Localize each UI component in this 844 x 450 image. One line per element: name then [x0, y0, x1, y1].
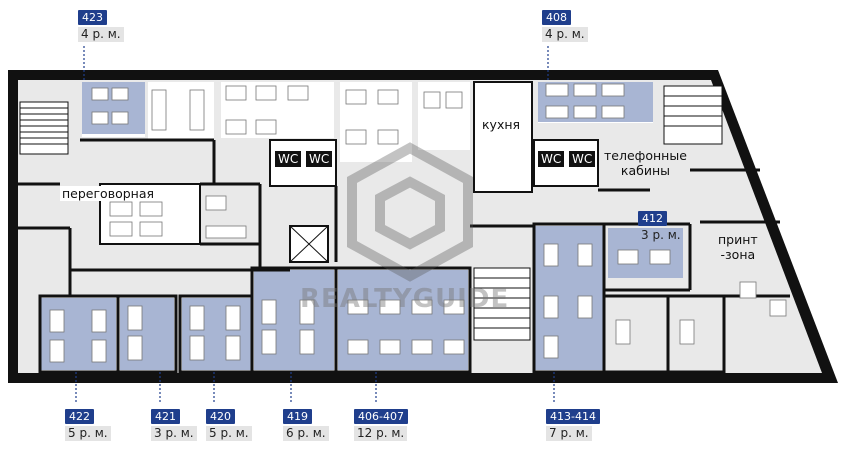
- office-number: 412: [638, 211, 667, 226]
- print-zone-line2: -зона: [720, 247, 756, 262]
- print-zone-line1: принт: [718, 232, 758, 247]
- wc-label-1: WC: [275, 151, 302, 167]
- phone-booths-line2: кабины: [620, 163, 670, 178]
- office-tag-420[interactable]: 420 5 р. м.: [206, 409, 252, 441]
- office-workspaces: 7 р. м.: [546, 426, 592, 441]
- wc-label-3: WC: [538, 151, 565, 167]
- office-number: 423: [78, 10, 107, 25]
- office-number: 406-407: [354, 409, 408, 424]
- kitchen-room: [473, 81, 533, 193]
- office-workspaces: 5 р. м.: [206, 426, 252, 441]
- office-workspaces: 3 р. м.: [151, 426, 197, 441]
- office-workspaces: 3 р. м.: [641, 228, 681, 242]
- office-workspaces: 6 р. м.: [283, 426, 329, 441]
- office-tag-408[interactable]: 408 4 р. м.: [542, 10, 588, 42]
- meeting-room-label: переговорная: [60, 186, 157, 201]
- office-number: 421: [151, 409, 180, 424]
- office-workspaces: 5 р. м.: [65, 426, 111, 441]
- wc-label-2: WC: [306, 151, 333, 167]
- print-zone-label: принт -зона: [718, 232, 758, 262]
- office-number: 419: [283, 409, 312, 424]
- watermark-text: REALTYGUIDE: [300, 284, 510, 314]
- phone-booths-label: телефонные кабины: [604, 148, 687, 178]
- phone-booths-line1: телефонные: [604, 148, 687, 163]
- office-tag-422[interactable]: 422 5 р. м.: [65, 409, 111, 441]
- desks: [49, 83, 787, 363]
- leader-lines: [75, 46, 555, 404]
- office-workspaces: 4 р. м.: [78, 27, 124, 42]
- office-tag-423[interactable]: 423 4 р. м.: [78, 10, 124, 42]
- office-tag-406-407[interactable]: 406-407 12 р. м.: [354, 409, 408, 441]
- office-number: 413-414: [546, 409, 600, 424]
- office-tag-419[interactable]: 419 6 р. м.: [283, 409, 329, 441]
- office-tag-413-414[interactable]: 413-414 7 р. м.: [546, 409, 600, 441]
- office-tag-412[interactable]: 412 3 р. м.: [638, 211, 684, 243]
- office-number: 422: [65, 409, 94, 424]
- kitchen-label: кухня: [482, 117, 521, 132]
- office-workspaces: 12 р. м.: [354, 426, 408, 441]
- office-number: 420: [206, 409, 235, 424]
- watermark-logo: [347, 142, 473, 282]
- wc-label-4: WC: [569, 151, 596, 167]
- office-tag-421[interactable]: 421 3 р. м.: [151, 409, 197, 441]
- bottom-offices: [38, 222, 726, 374]
- office-workspaces: 4 р. м.: [542, 27, 588, 42]
- office-number: 408: [542, 10, 571, 25]
